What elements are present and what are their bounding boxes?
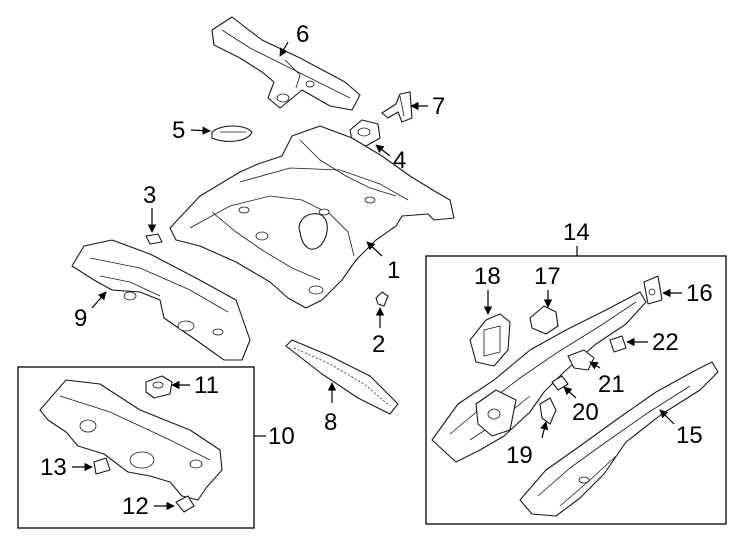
part-4-mount-pad[interactable] [349, 119, 381, 147]
callout-22: 22 [652, 329, 679, 356]
callout-8: 8 [324, 409, 337, 436]
leader-20 [563, 386, 577, 399]
callout-9: 9 [74, 305, 87, 332]
group-box-14 [425, 255, 727, 525]
callout-19: 19 [506, 442, 533, 469]
part-13-pad[interactable] [93, 457, 111, 475]
part-18-trim-panel[interactable] [469, 313, 511, 367]
leader-1 [366, 241, 383, 257]
leader-19 [540, 421, 549, 439]
part-9-rear-crossmember[interactable] [71, 239, 251, 361]
callout-2: 2 [372, 331, 385, 358]
leader-6 [279, 41, 289, 57]
part-17-bracket[interactable] [529, 305, 559, 335]
part-12-clip[interactable] [175, 495, 195, 513]
part-5-patch-plate[interactable] [211, 125, 253, 142]
part-22-clip[interactable] [609, 335, 627, 353]
part-6-crossmember[interactable] [211, 16, 361, 111]
callout-20: 20 [572, 399, 599, 426]
callout-21: 21 [598, 371, 625, 398]
part-20-clip[interactable] [551, 375, 569, 391]
part-2-small-bracket[interactable] [375, 291, 389, 307]
callout-14: 14 [563, 219, 590, 246]
part-10-crossmember-assembly[interactable] [39, 379, 223, 501]
callout-1: 1 [387, 257, 400, 284]
callout-18: 18 [474, 263, 501, 290]
leader-5 [190, 126, 211, 135]
leader-15 [659, 409, 675, 425]
callout-13: 13 [40, 454, 67, 481]
part-15-side-rail[interactable] [519, 361, 719, 517]
part-8-sill-plate[interactable] [285, 339, 399, 415]
callout-12: 12 [122, 493, 149, 520]
callout-10: 10 [268, 423, 295, 450]
leader-9 [91, 291, 107, 309]
callout-5: 5 [172, 117, 185, 144]
callout-17: 17 [534, 263, 561, 290]
group-box-10 [17, 366, 255, 529]
callout-11: 11 [194, 372, 219, 399]
part-14-side-rail-assembly[interactable] [431, 291, 647, 463]
callout-7: 7 [432, 93, 445, 120]
leader-21 [589, 361, 601, 370]
callout-15: 15 [676, 422, 703, 449]
callout-6: 6 [296, 21, 309, 48]
callout-3: 3 [143, 182, 156, 209]
part-1-rear-floor-pan[interactable] [169, 125, 455, 309]
part-7-bracket[interactable] [381, 91, 413, 123]
leader-4 [375, 144, 391, 157]
part-16-plate[interactable] [643, 275, 663, 305]
callout-16: 16 [686, 280, 713, 307]
part-19-bracket[interactable] [539, 397, 557, 425]
callout-4: 4 [393, 147, 406, 174]
part-11-nut[interactable] [145, 375, 173, 399]
part-3-clip[interactable] [145, 233, 163, 245]
